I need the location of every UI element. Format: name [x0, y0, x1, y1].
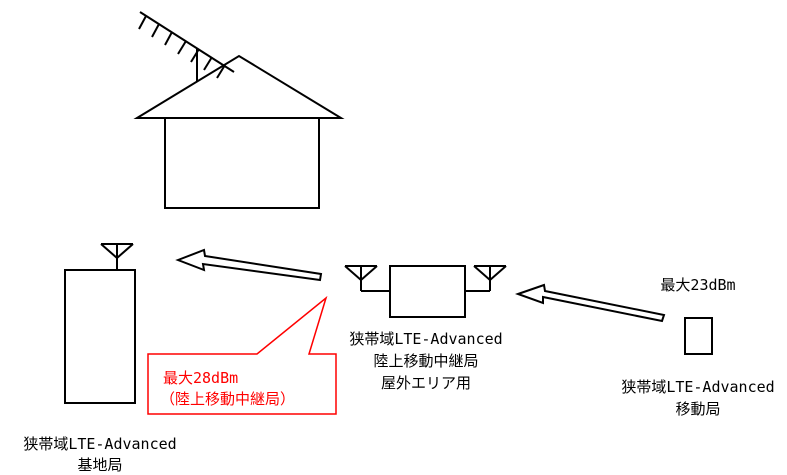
uplink-arrow-to-repeater-icon	[514, 283, 666, 323]
repeater-body	[389, 265, 466, 318]
repeater-label-line3: 屋外エリア用	[381, 374, 471, 392]
repeater-label-line2: 陸上移動中継局	[373, 352, 478, 370]
house-roof	[133, 54, 345, 119]
repeater-left-antenna-icon	[344, 265, 390, 292]
uplink-arrow-to-base-icon	[175, 248, 323, 282]
mobile-station-label-line1: 狭帯域LTE-Advanced	[621, 378, 774, 396]
mobile-power-label: 最大23dBm	[660, 276, 735, 294]
base-station-body	[64, 269, 136, 404]
house	[133, 11, 345, 209]
base-station-antenna-icon	[100, 243, 134, 270]
base-station	[64, 243, 136, 404]
repeater-label-line1: 狭帯域LTE-Advanced	[349, 330, 502, 348]
mobile-station	[684, 317, 713, 355]
tv-antenna-icon	[138, 11, 235, 82]
base-station-label-line2: 基地局	[77, 456, 122, 474]
callout-type-text: （陸上移動中継局）	[160, 390, 295, 408]
repeater-right-antenna-icon	[465, 265, 507, 292]
base-station-label-line1: 狭帯域LTE-Advanced	[23, 435, 176, 453]
repeater	[344, 265, 507, 318]
callout-box	[147, 295, 337, 415]
callout-power-text: 最大28dBm	[163, 369, 238, 387]
mobile-station-label-line2: 移動局	[675, 400, 720, 418]
house-walls	[164, 118, 320, 209]
